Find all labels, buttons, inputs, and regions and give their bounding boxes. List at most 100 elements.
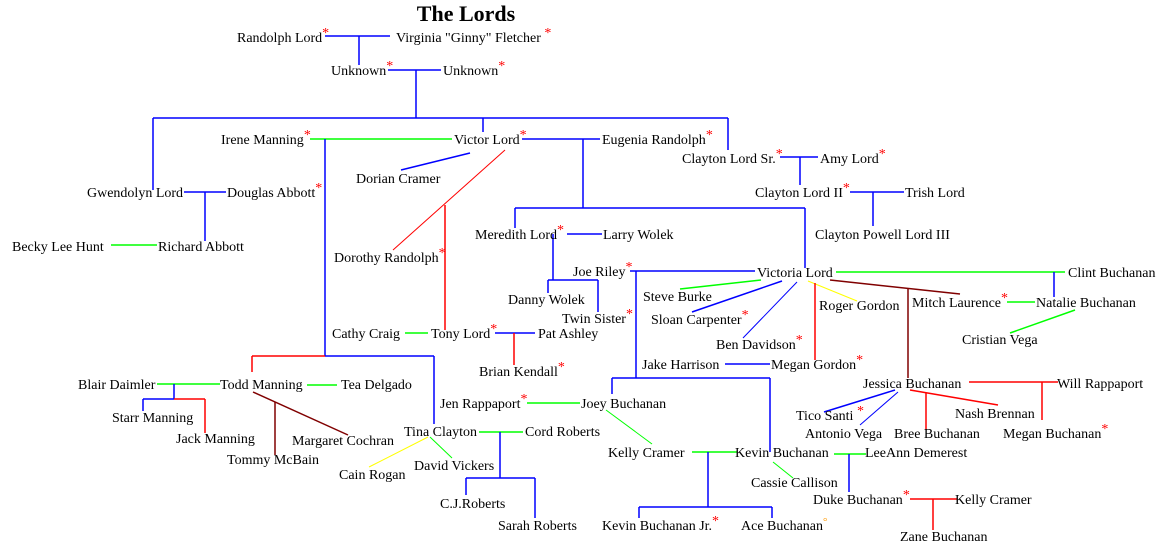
deceased-marker: * <box>776 147 783 162</box>
person-name: Jen Rappaport <box>440 397 521 412</box>
special-marker: ° <box>823 516 827 528</box>
person-name: Will Rappaport <box>1057 377 1143 392</box>
person-name: David Vickers <box>414 459 494 474</box>
person-label: Clayton Powell Lord III <box>815 228 950 243</box>
person-label: Zane Buchanan <box>900 530 987 545</box>
person-name: Douglas Abbott <box>227 186 315 201</box>
person-label: LeeAnn Demerest <box>865 446 967 461</box>
person-name: LeeAnn Demerest <box>865 446 967 461</box>
person-name: Twin Sister <box>562 312 626 327</box>
connector-line <box>859 391 899 426</box>
person-name: Megan Gordon <box>771 358 856 373</box>
person-label: Gwendolyn Lord <box>87 186 183 201</box>
connector-line <box>605 409 653 445</box>
person-label: Sloan Carpenter* <box>651 308 749 328</box>
person-label: Duke Buchanan* <box>813 488 910 508</box>
person-name: Victoria Lord <box>757 266 833 281</box>
deceased-marker: * <box>557 223 564 238</box>
deceased-marker: * <box>315 181 322 196</box>
person-label: Tony Lord* <box>431 322 497 342</box>
person-name: Todd Manning <box>220 378 303 393</box>
people-labels: Randolph Lord*Virginia "Ginny" Fletcher … <box>12 26 1156 545</box>
person-name: Clint Buchanan <box>1068 266 1156 281</box>
person-label: Larry Wolek <box>603 228 674 243</box>
deceased-marker: * <box>879 147 886 162</box>
person-label: Clayton Lord II* <box>755 181 850 201</box>
person-name: Pat Ashley <box>538 327 598 342</box>
connector-line <box>392 149 506 251</box>
deceased-marker: * <box>903 488 910 503</box>
person-name: Kevin Buchanan <box>735 446 829 461</box>
deceased-marker: * <box>796 333 803 348</box>
person-label: C.J.Roberts <box>440 497 505 512</box>
person-name: Dorian Cramer <box>356 172 441 187</box>
person-label: Margaret Cochran <box>292 434 394 449</box>
person-label: Richard Abbott <box>158 240 244 255</box>
person-name: Jessica Buchanan <box>863 377 961 392</box>
person-name: Bree Buchanan <box>894 427 980 442</box>
person-label: Unknown* <box>443 59 505 79</box>
person-label: Becky Lee Hunt <box>12 240 104 255</box>
person-name: Richard Abbott <box>158 240 244 255</box>
person-name: Tico Santi <box>796 409 854 424</box>
person-name: Starr Manning <box>112 411 193 426</box>
person-label: Antonio Vega <box>805 427 883 442</box>
deceased-marker: * <box>853 404 864 419</box>
person-name: Blair Daimler <box>78 378 156 393</box>
person-name: Megan Buchanan <box>1003 427 1101 442</box>
person-label: Kevin Buchanan <box>735 446 829 461</box>
person-label: Jessica Buchanan <box>863 377 961 392</box>
person-label: Kelly Cramer <box>955 493 1032 508</box>
person-label: Ben Davidson* <box>716 333 803 353</box>
person-name: Kelly Cramer <box>955 493 1032 508</box>
person-name: Virginia "Ginny" Fletcher <box>396 31 541 46</box>
person-name: C.J.Roberts <box>440 497 505 512</box>
person-name: Becky Lee Hunt <box>12 240 104 255</box>
person-name: Cassie Callison <box>751 476 838 491</box>
person-name: Natalie Buchanan <box>1036 296 1136 311</box>
person-label: Megan Buchanan* <box>1003 422 1108 442</box>
person-label: Douglas Abbott* <box>227 181 322 201</box>
connector-line <box>829 279 961 295</box>
deceased-marker: * <box>626 260 633 275</box>
person-name: Tony Lord <box>431 327 490 342</box>
person-label: Ace Buchanan° <box>741 516 827 534</box>
deceased-marker: * <box>541 26 552 41</box>
person-label: Jen Rappaport* <box>440 392 527 412</box>
person-name: Roger Gordon <box>819 299 900 314</box>
person-name: Sloan Carpenter <box>651 313 742 328</box>
person-label: Kevin Buchanan Jr.* <box>602 514 719 534</box>
person-name: Amy Lord <box>820 152 879 167</box>
deceased-marker: * <box>843 181 850 196</box>
person-label: Twin Sister* <box>562 307 633 327</box>
deceased-marker: * <box>706 128 713 143</box>
person-label: Cain Rogan <box>339 468 406 483</box>
person-label: Cristian Vega <box>962 333 1038 348</box>
deceased-marker: * <box>712 514 719 529</box>
deceased-marker: * <box>1101 422 1108 437</box>
person-name: Trish Lord <box>905 186 965 201</box>
person-name: Kevin Buchanan Jr. <box>602 519 712 534</box>
deceased-marker: * <box>439 246 446 261</box>
connector-lines <box>111 35 1076 530</box>
deceased-marker: * <box>490 322 497 337</box>
connector-line <box>807 280 858 302</box>
person-label: Starr Manning <box>112 411 193 426</box>
person-label: Mitch Laurence* <box>912 291 1008 311</box>
person-label: Jake Harrison <box>642 358 719 373</box>
person-label: Trish Lord <box>905 186 965 201</box>
person-name: Cathy Craig <box>332 327 400 342</box>
person-label: Amy Lord* <box>820 147 886 167</box>
person-name: Jack Manning <box>176 432 255 447</box>
connector-line <box>368 436 429 468</box>
person-label: Joey Buchanan <box>581 397 666 412</box>
person-label: Natalie Buchanan <box>1036 296 1136 311</box>
person-label: David Vickers <box>414 459 494 474</box>
person-label: Unknown* <box>331 59 393 79</box>
person-name: Mitch Laurence <box>912 296 1001 311</box>
person-label: Cathy Craig <box>332 327 400 342</box>
connector-line <box>400 152 471 171</box>
connector-line <box>679 279 762 290</box>
